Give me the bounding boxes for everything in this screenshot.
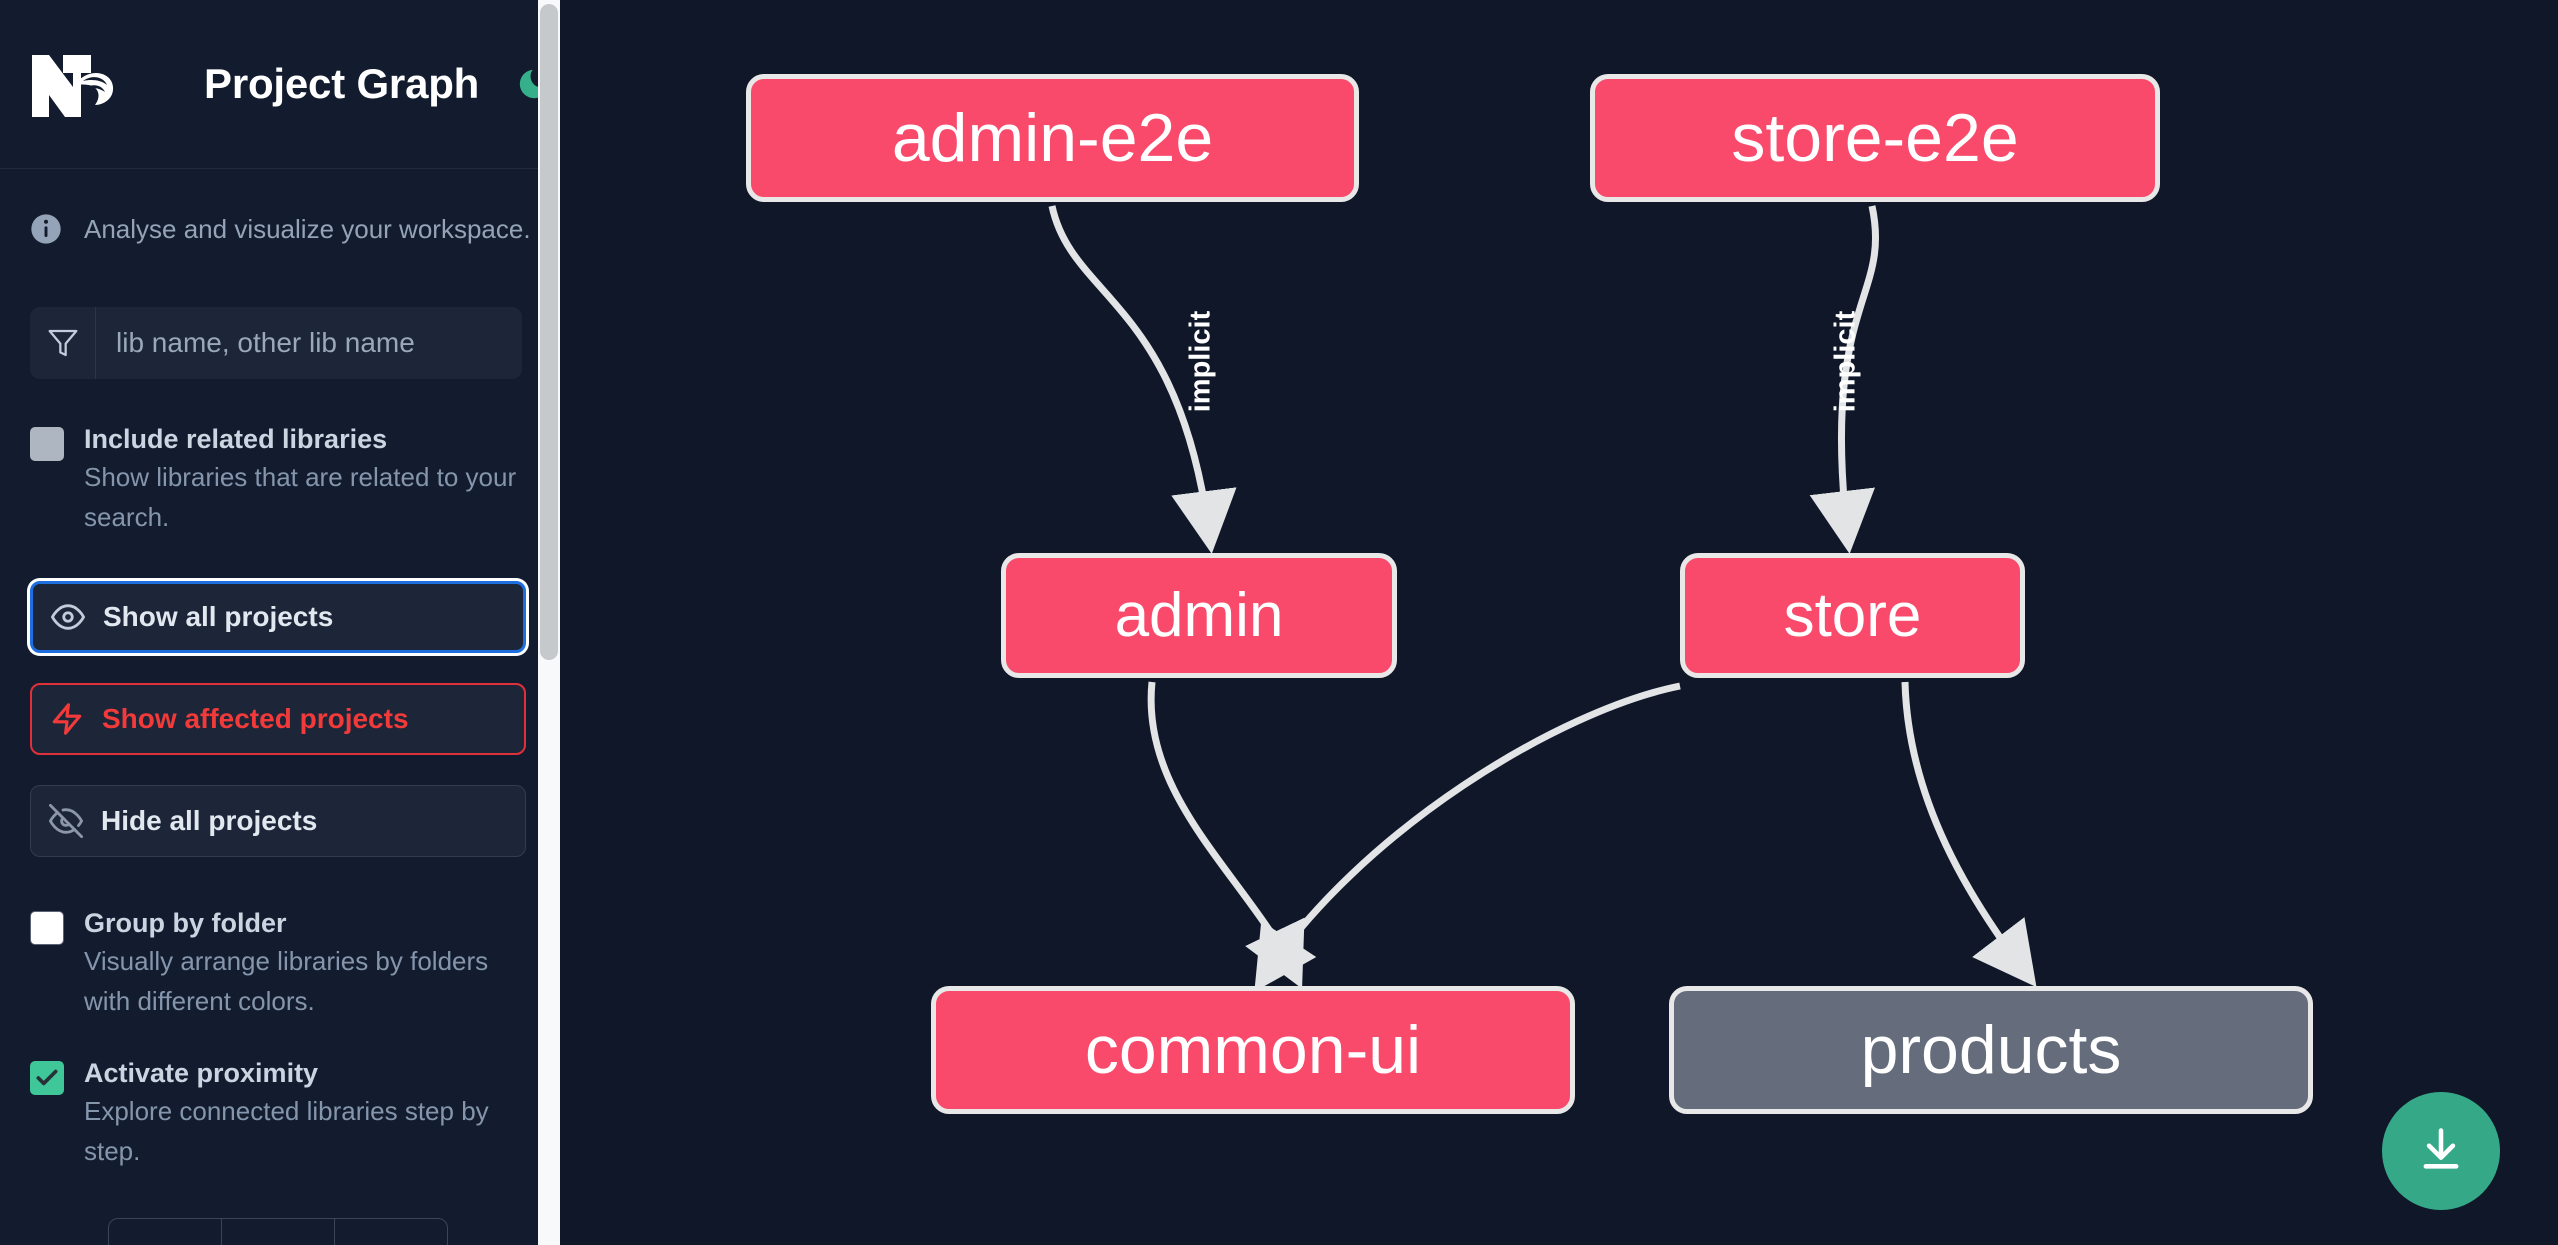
sidebar: Project Graph Analyse and visualize yo — [0, 0, 560, 1245]
group-by-folder-description: Visually arrange libraries by folders wi… — [84, 946, 489, 1016]
tagline-text: Analyse and visualize your workspace. — [84, 213, 531, 244]
show-affected-projects-label: Show affected projects — [102, 703, 409, 734]
edge-store-to-common-ui — [1254, 682, 1681, 992]
show-all-projects-button[interactable]: Show all projects — [30, 581, 526, 653]
include-related-libraries-description: Show libraries that are related to your … — [84, 462, 517, 532]
show-all-projects-label: Show all projects — [103, 601, 334, 632]
tagline: Analyse and visualize your workspace. — [0, 169, 548, 245]
graph-canvas[interactable]: implicit implicit admin-e2e store-e2e ad… — [560, 0, 2558, 1245]
proximity-stepper-group[interactable] — [108, 1218, 448, 1245]
hide-all-projects-label: Hide all projects — [101, 805, 318, 836]
activate-proximity-description: Explore connected libraries step by step… — [84, 1096, 489, 1166]
filter-icon — [30, 307, 96, 379]
group-by-folder-label: Group by folder — [84, 908, 287, 938]
include-related-libraries-label: Include related libraries — [84, 424, 388, 454]
page-title: Project Graph — [204, 60, 480, 107]
graph-node-store[interactable]: store — [1680, 553, 2025, 678]
proximity-stepper-value[interactable] — [222, 1219, 335, 1245]
edge-store-e2e-to-store — [1809, 205, 1879, 554]
graph-node-common-ui[interactable]: common-ui — [931, 986, 1575, 1114]
edge-label-implicit-store: implicit — [1829, 310, 1862, 413]
graph-node-store-e2e[interactable]: store-e2e — [1590, 74, 2160, 202]
activate-proximity-label: Activate proximity — [84, 1058, 319, 1088]
download-button[interactable] — [2382, 1092, 2500, 1210]
search-field[interactable] — [30, 307, 522, 379]
activate-proximity-checkbox[interactable] — [30, 1061, 64, 1095]
graph-node-admin[interactable]: admin — [1001, 553, 1397, 678]
eye-off-icon — [31, 804, 101, 838]
edge-admin-to-common-ui — [1147, 681, 1305, 989]
include-related-libraries-checkbox[interactable] — [30, 427, 64, 461]
lightning-icon — [32, 702, 102, 736]
group-by-folder-option[interactable]: Group by folder Visually arrange librari… — [30, 905, 530, 1021]
activate-proximity-option[interactable]: Activate proximity Explore connected lib… — [30, 1055, 530, 1171]
include-related-libraries-option[interactable]: Include related libraries Show libraries… — [30, 421, 530, 537]
download-icon — [2415, 1123, 2467, 1180]
info-icon — [30, 213, 62, 245]
hide-all-projects-button[interactable]: Hide all projects — [30, 785, 526, 857]
nx-logo-icon — [30, 51, 122, 117]
search-input[interactable] — [96, 307, 522, 379]
graph-edges — [1048, 205, 2037, 992]
scrollbar-thumb[interactable] — [540, 4, 558, 660]
proximity-stepper-increase[interactable] — [335, 1219, 447, 1245]
graph-node-products[interactable]: products — [1669, 986, 2313, 1114]
sidebar-header: Project Graph — [0, 0, 549, 169]
group-by-folder-checkbox[interactable] — [30, 911, 64, 945]
graph-node-admin-e2e[interactable]: admin-e2e — [746, 74, 1359, 202]
proximity-stepper-decrease[interactable] — [109, 1219, 222, 1245]
edge-store-to-products — [1901, 681, 2037, 988]
sidebar-scrollbar[interactable] — [538, 0, 560, 1245]
edge-label-implicit-admin: implicit — [1184, 310, 1217, 413]
edge-admin-e2e-to-admin — [1048, 205, 1237, 554]
eye-icon — [33, 600, 103, 634]
show-affected-projects-button[interactable]: Show affected projects — [30, 683, 526, 755]
